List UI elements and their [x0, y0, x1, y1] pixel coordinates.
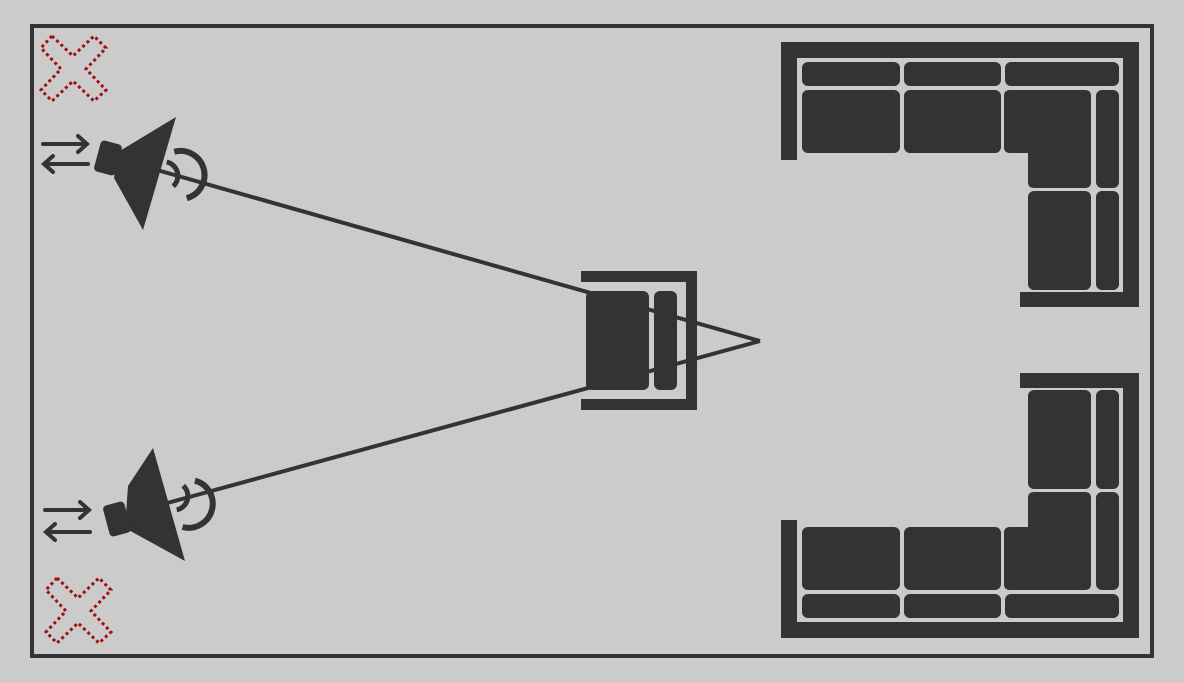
speaker-icon [103, 448, 216, 561]
speaker-icon [94, 117, 208, 230]
swap-arrows-icon [40, 134, 91, 174]
armchair-icon [581, 271, 697, 410]
x-marker-icon [43, 575, 114, 646]
swap-arrows-icon [42, 500, 93, 542]
sectional-sofa-icon [781, 42, 1139, 307]
x-marker-icon [38, 33, 109, 104]
sectional-sofa-icon [781, 373, 1139, 638]
room-outline [30, 24, 1154, 658]
